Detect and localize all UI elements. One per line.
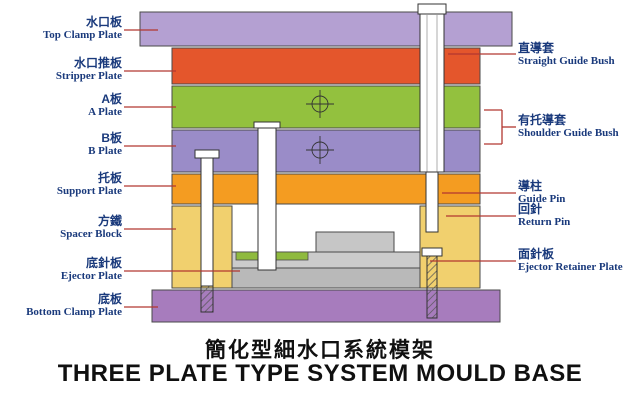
label-straight-guide-bush-en: Straight Guide Bush <box>518 55 615 67</box>
label-support-plate-zh: 托板 <box>97 171 122 185</box>
label-stripper-plate-zh: 水口推板 <box>73 56 122 70</box>
label-guide-pin-en: Guide Pin <box>518 193 566 205</box>
label-return-pin: 回針 Return Pin <box>518 203 638 229</box>
puller-bolt-shaft-shape <box>200 157 214 287</box>
label-a-plate-en: A Plate <box>88 106 122 118</box>
label-b-plate-en: B Plate <box>88 145 122 157</box>
screw-hole-symbol-a-plate <box>306 90 334 118</box>
label-a-plate-zh: A板 <box>101 92 122 106</box>
label-ejector-retainer-plate-en: Ejector Retainer Plate <box>518 261 623 273</box>
top-clamp-plate-shape <box>139 11 513 47</box>
puller-bolt-thread-shape <box>200 285 214 313</box>
label-support-plate-en: Support Plate <box>56 185 122 197</box>
label-ejector-retainer-plate-zh: 面針板 <box>518 247 555 261</box>
label-guide-pin: 導柱 Guide Pin <box>518 180 638 206</box>
label-straight-guide-bush: 直導套 Straight Guide Bush <box>518 42 638 68</box>
label-bottom-clamp-plate: 底板 Bottom Clamp Plate <box>0 293 122 319</box>
return-pin-shaft-shape <box>426 255 438 319</box>
label-stripper-plate-en: Stripper Plate <box>55 70 122 82</box>
label-b-plate-zh: B板 <box>101 131 122 145</box>
label-bottom-clamp-plate-zh: 底板 <box>97 292 122 306</box>
label-shoulder-guide-bush-en: Shoulder Guide Bush <box>518 127 619 139</box>
label-bottom-clamp-plate-en: Bottom Clamp Plate <box>26 306 122 318</box>
ejector-plate-shape <box>231 267 421 289</box>
label-spacer-block: 方鐵 Spacer Block <box>0 215 122 241</box>
label-top-clamp-plate-zh: 水口板 <box>85 15 122 29</box>
label-return-pin-zh: 回針 <box>518 202 543 216</box>
diagram-title-chinese: 簡化型細水口系統模架 <box>205 339 435 362</box>
leader-lines <box>124 29 516 308</box>
guide-pin-head-shape <box>417 3 447 15</box>
label-shoulder-guide-bush: 有托導套 Shoulder Guide Bush <box>518 114 638 140</box>
support-pillar-shape <box>257 127 277 271</box>
label-top-clamp-plate-en: Top Clamp Plate <box>42 29 122 41</box>
label-a-plate: A板 A Plate <box>0 93 122 119</box>
support-pillar-cap-shape <box>253 121 281 129</box>
label-spacer-block-en: Spacer Block <box>60 228 122 240</box>
diagram-title-english: THREE PLATE TYPE SYSTEM MOULD BASE <box>57 360 583 387</box>
puller-bolt-head-shape <box>194 149 220 159</box>
label-straight-guide-bush-zh: 直導套 <box>518 41 555 55</box>
ejector-bushing-block-shape <box>315 231 395 253</box>
label-support-plate: 托板 Support Plate <box>0 172 122 198</box>
label-shoulder-guide-bush-zh: 有托導套 <box>518 113 567 127</box>
guide-pin-shaft-shape <box>425 171 439 233</box>
label-return-pin-en: Return Pin <box>518 216 571 228</box>
screw-hole-symbol-b-plate <box>306 136 334 164</box>
label-b-plate: B板 B Plate <box>0 132 122 158</box>
label-ejector-plate-en: Ejector Plate <box>60 270 122 282</box>
return-pin-head-shape <box>421 247 443 257</box>
label-ejector-retainer-plate: 面針板 Ejector Retainer Plate <box>518 248 638 274</box>
label-stripper-plate: 水口推板 Stripper Plate <box>0 57 122 83</box>
guide-bush-shape <box>419 13 445 173</box>
label-ejector-plate: 底針板 Ejector Plate <box>0 257 122 283</box>
label-ejector-plate-zh: 底針板 <box>85 256 122 270</box>
label-spacer-block-zh: 方鐵 <box>97 214 122 228</box>
label-top-clamp-plate: 水口板 Top Clamp Plate <box>0 16 122 42</box>
label-guide-pin-zh: 導柱 <box>518 179 543 193</box>
